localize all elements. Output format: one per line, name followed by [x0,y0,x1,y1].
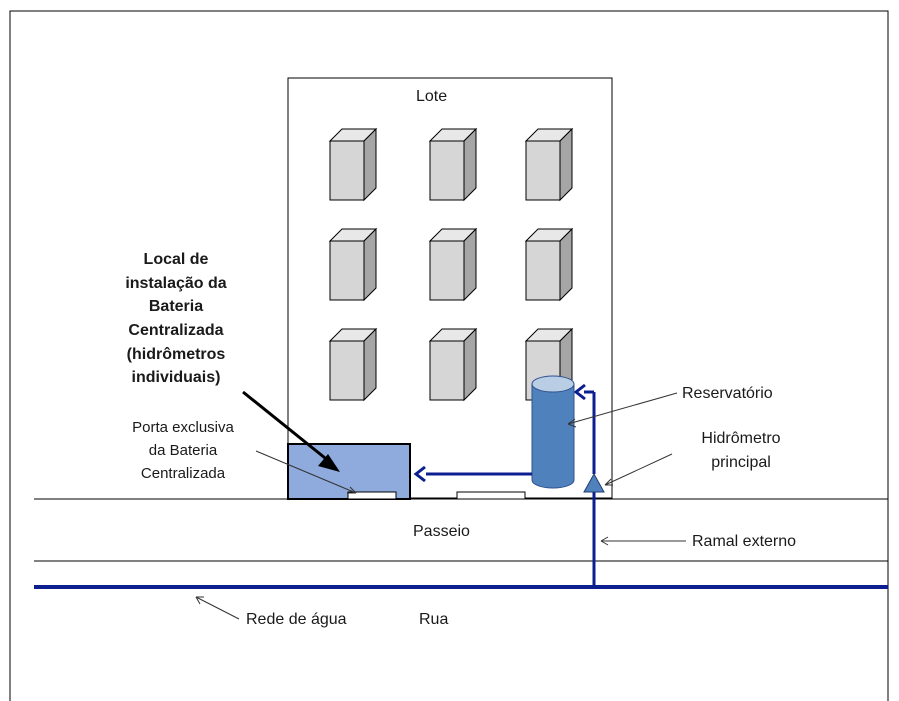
apartment-box [428,327,478,402]
door-right [456,491,526,500]
apartment-box-front [329,140,365,201]
annotation-arrows [195,392,686,620]
apartment-box-side [463,327,477,402]
rua-label: Rua [419,611,448,628]
apartment-box-front [525,240,561,301]
apartment-box-side [463,227,477,302]
hidrometro-principal-icon [583,472,605,493]
reservatorio-top [531,375,575,393]
apartment-box-side [463,127,477,202]
apartment-box-side [559,227,573,302]
apartment-box-front [329,240,365,301]
svg-text:Hidrômetro: Hidrômetro [701,430,780,447]
reservatorio-label: Reservatório [682,385,773,402]
lote-label: Lote [416,88,447,105]
svg-text:Bateria: Bateria [149,298,203,315]
apartment-box [428,227,478,302]
local-pointer-line [242,390,331,464]
bateria-centralizada-box [287,443,411,500]
local-pointer-head [318,454,340,472]
apartment-units [328,127,574,402]
porta-label: Porta exclusiva da Bateria Centralizada [132,419,234,482]
apartment-box [524,127,574,202]
apartment-box [328,127,378,202]
hidrometro-label: Hidrômetro principal [701,430,780,471]
apartment-box-front [525,140,561,201]
apartment-box-front [429,340,465,401]
ramal-externo-label: Ramal externo [692,533,796,550]
supply-arrow-head [573,383,586,401]
apartment-box [428,127,478,202]
apartment-box-side [559,127,573,202]
svg-text:Porta exclusiva: Porta exclusiva [132,419,234,436]
apartment-box-front [429,240,465,301]
apartment-box-side [363,127,377,202]
local-label: Local de instalação da Bateria Centraliz… [125,251,226,386]
apartment-box [524,227,574,302]
svg-text:(hidrômetros: (hidrômetros [127,346,226,363]
diagram-frame [9,10,889,701]
svg-text:Centralizada: Centralizada [141,465,226,482]
passeio-label: Passeio [413,523,470,540]
apartment-box-side [363,227,377,302]
apartment-box-front [429,140,465,201]
battery-arrow-head [413,465,426,483]
apartment-box [328,327,378,402]
apartment-box-front [329,340,365,401]
rede-de-agua-label: Rede de água [246,611,347,628]
reservatorio-body [531,383,575,489]
svg-text:Local de: Local de [144,251,209,268]
porta-exclusiva-door [347,491,397,500]
apartment-box-side [363,327,377,402]
svg-text:individuais): individuais) [132,369,221,386]
svg-text:Centralizada: Centralizada [128,322,223,339]
svg-text:instalação da: instalação da [125,275,226,292]
svg-text:da Bateria: da Bateria [149,442,218,459]
apartment-box [328,227,378,302]
svg-text:principal: principal [711,454,771,471]
